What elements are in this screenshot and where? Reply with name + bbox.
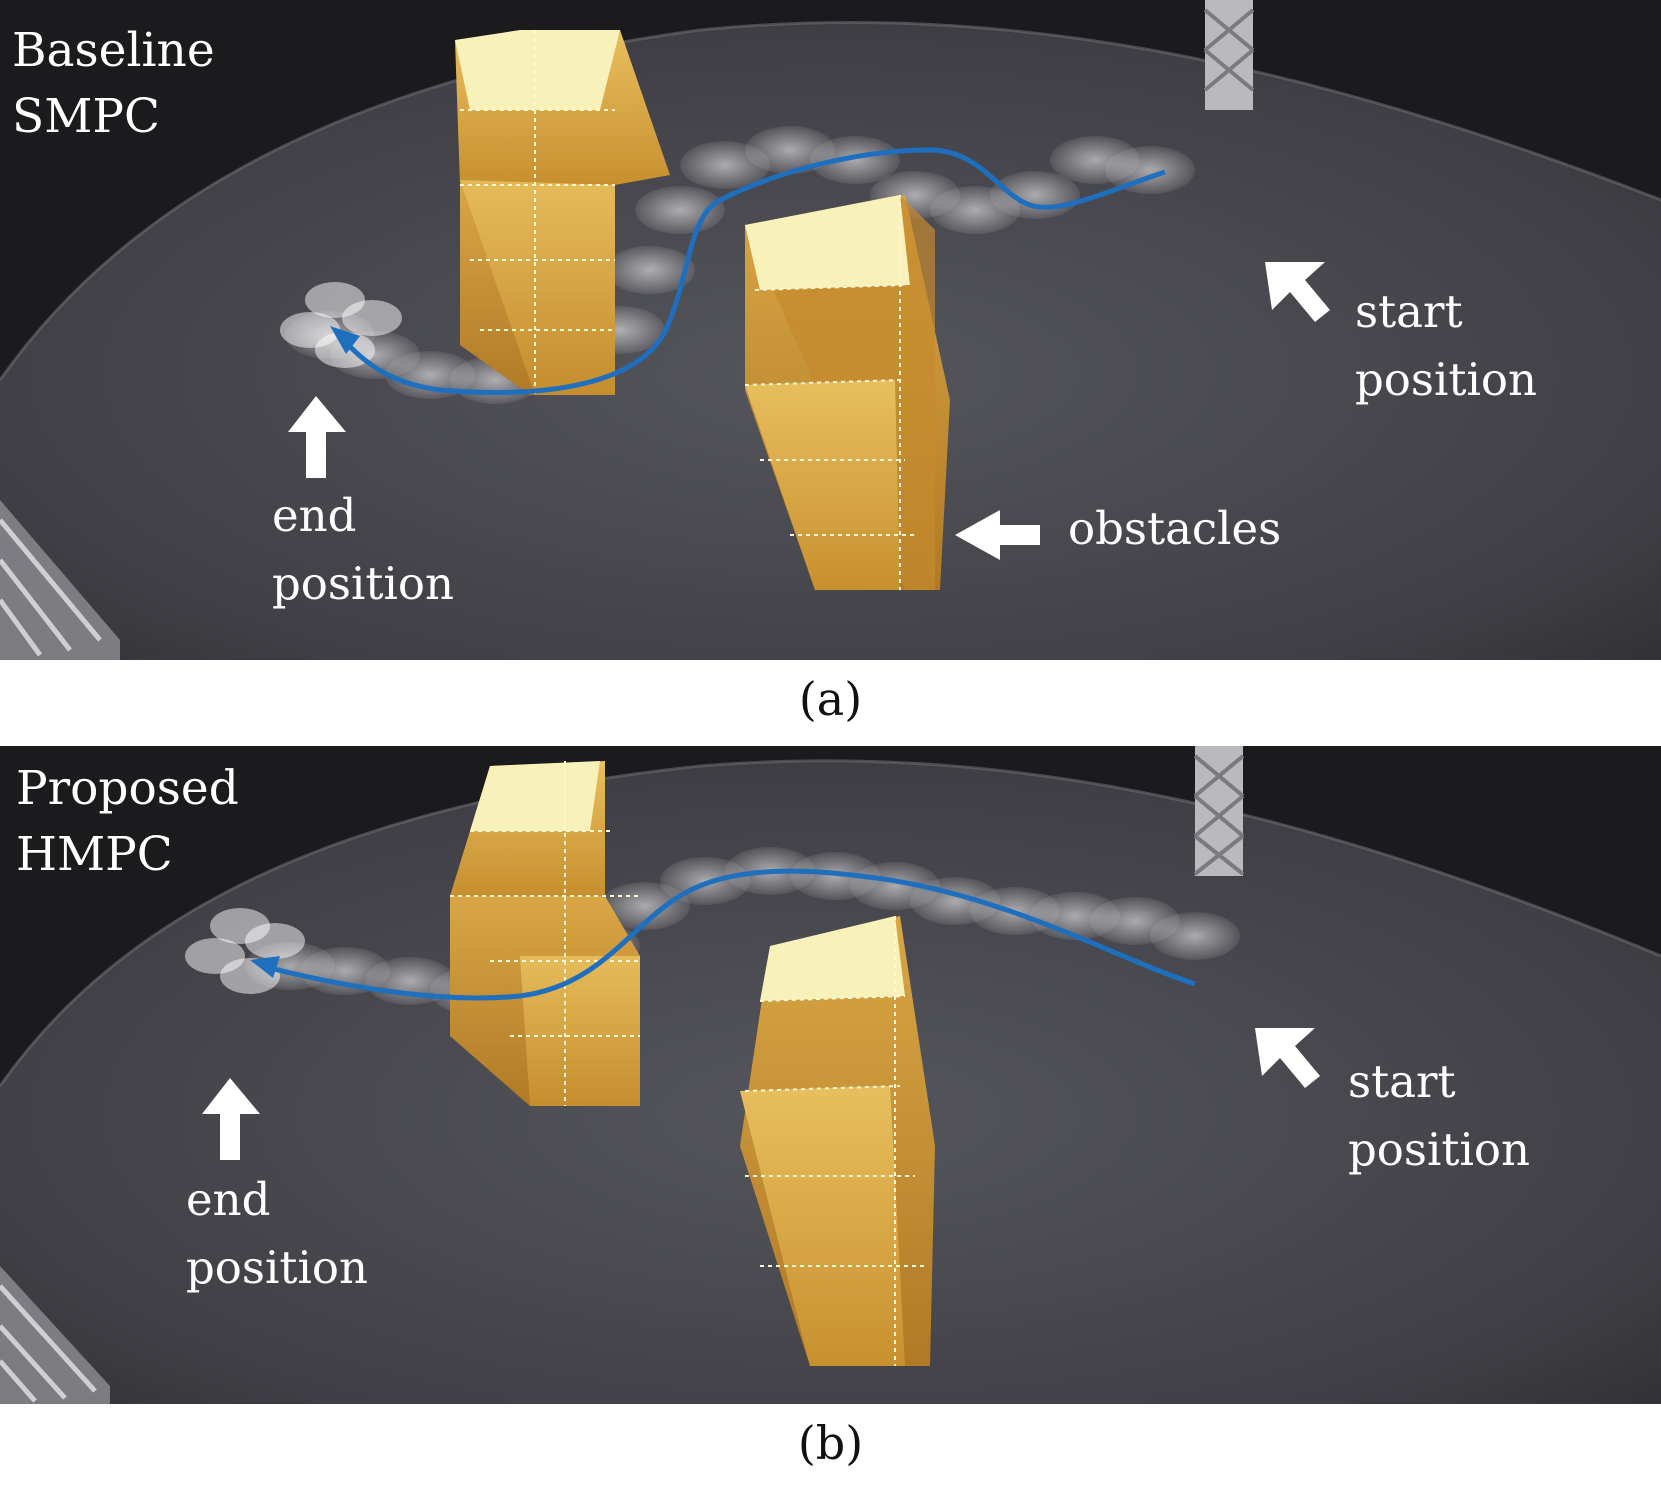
method-name-line2: HMPC — [16, 827, 173, 882]
end-label-line2: position — [272, 557, 454, 610]
obstacle-box-right — [740, 916, 935, 1366]
end-label-line1: end — [272, 489, 357, 542]
obstacle-box-left — [450, 761, 640, 1106]
start-label-line2: position — [1348, 1123, 1530, 1176]
obstacles-arrow-icon — [955, 510, 1040, 560]
truss-corner — [0, 500, 120, 660]
caption-a: (a) — [798, 672, 863, 726]
end-label-b: end position — [186, 1166, 368, 1302]
truss-tower — [1203, 0, 1255, 110]
panel-a-photo: Baseline SMPC start position end positio… — [0, 0, 1661, 660]
panel-b-scene — [0, 746, 1661, 1404]
obstacles-label: obstacles — [1068, 502, 1282, 555]
trajectory-line — [261, 868, 1196, 1001]
end-label-a: end position — [272, 482, 454, 618]
method-name-line2: SMPC — [12, 89, 160, 144]
truss-corner — [0, 1266, 110, 1404]
caption-b: (b) — [797, 1416, 864, 1470]
method-name-line1: Proposed — [16, 761, 239, 816]
panel-b-photo: Proposed HMPC start position end positio… — [0, 746, 1661, 1404]
start-label-line2: position — [1355, 353, 1537, 406]
panel-a-scene — [0, 0, 1661, 660]
method-name-line1: Baseline — [12, 23, 215, 78]
end-label-line1: end — [186, 1173, 271, 1226]
obstacle-box-left — [455, 30, 670, 395]
obstacle-box-right — [744, 195, 950, 590]
trajectory-arrowhead — [250, 956, 280, 978]
start-arrow-icon — [1265, 262, 1330, 322]
end-arrow-icon — [288, 396, 346, 478]
method-label-a: Baseline SMPC — [12, 18, 215, 150]
truss-tower — [1193, 746, 1245, 876]
start-label-a: start position — [1355, 278, 1537, 414]
end-label-line2: position — [186, 1241, 368, 1294]
start-label-line1: start — [1348, 1055, 1456, 1108]
trajectory-arrowhead — [330, 326, 360, 354]
start-arrow-icon — [1255, 1028, 1320, 1088]
trajectory-line — [340, 147, 1166, 395]
start-label-b: start position — [1348, 1048, 1530, 1184]
end-arrow-icon — [202, 1078, 260, 1160]
method-label-b: Proposed HMPC — [16, 756, 239, 888]
start-label-line1: start — [1355, 285, 1463, 338]
